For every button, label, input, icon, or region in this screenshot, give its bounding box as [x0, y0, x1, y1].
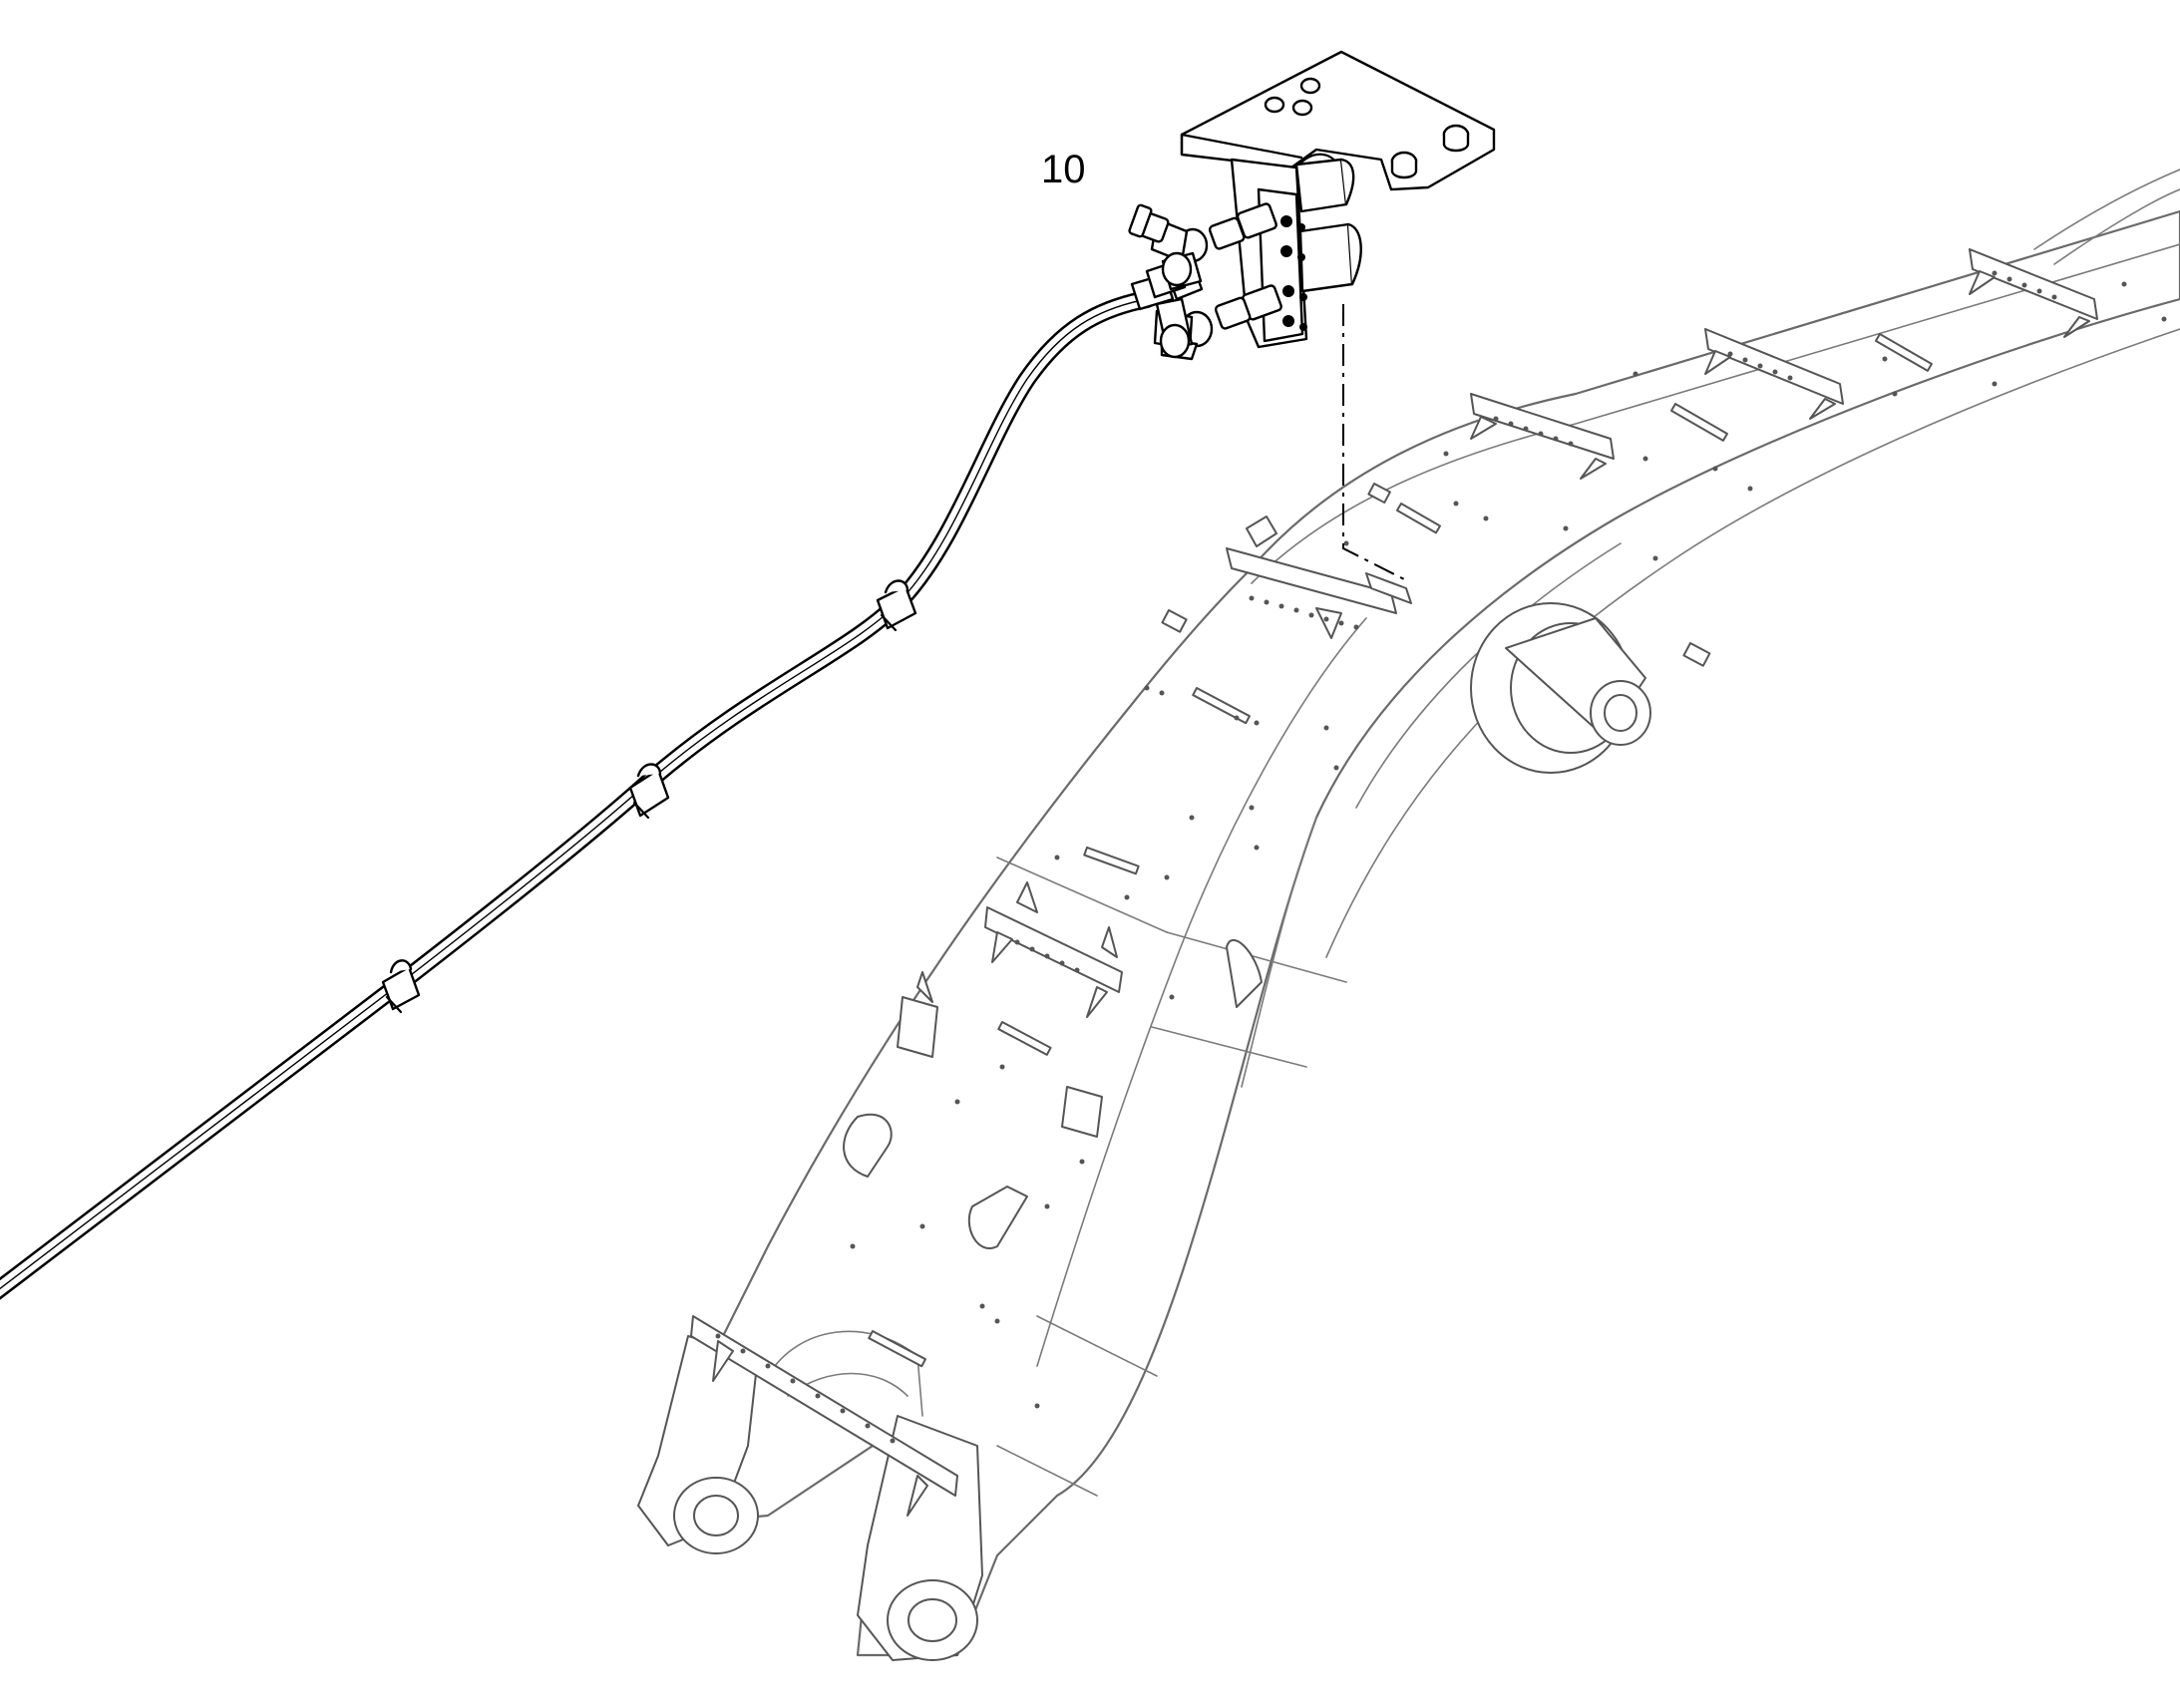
cross-plate-4	[1969, 248, 2098, 338]
valve-block-assembly	[1128, 50, 1496, 361]
foot-pin-boss	[1470, 602, 1651, 774]
side-lugs	[843, 939, 1263, 1249]
installation-leader-line	[1342, 304, 1407, 581]
hose-clamp-3	[876, 579, 917, 632]
hose-end-fitting	[1130, 251, 1203, 359]
boom-slots	[868, 332, 1933, 1368]
boom-bolt-dots	[715, 270, 2167, 1444]
cross-plate-1	[1226, 547, 1397, 639]
bracket-bolts	[1280, 215, 1307, 331]
hose-clamp-1	[381, 959, 421, 1014]
cross-plate-2	[1470, 393, 1615, 480]
mount-plate-on-boom	[1246, 515, 1412, 604]
cross-plate-6	[690, 1315, 958, 1517]
hydraulic-hose	[0, 290, 1156, 1300]
excavator-boom	[637, 169, 2180, 1661]
cross-plate-5	[984, 881, 1123, 1018]
cross-plate-3	[1704, 328, 1844, 420]
hose-clamp-2	[628, 763, 670, 820]
callout-label-10: 10	[1041, 148, 1086, 191]
